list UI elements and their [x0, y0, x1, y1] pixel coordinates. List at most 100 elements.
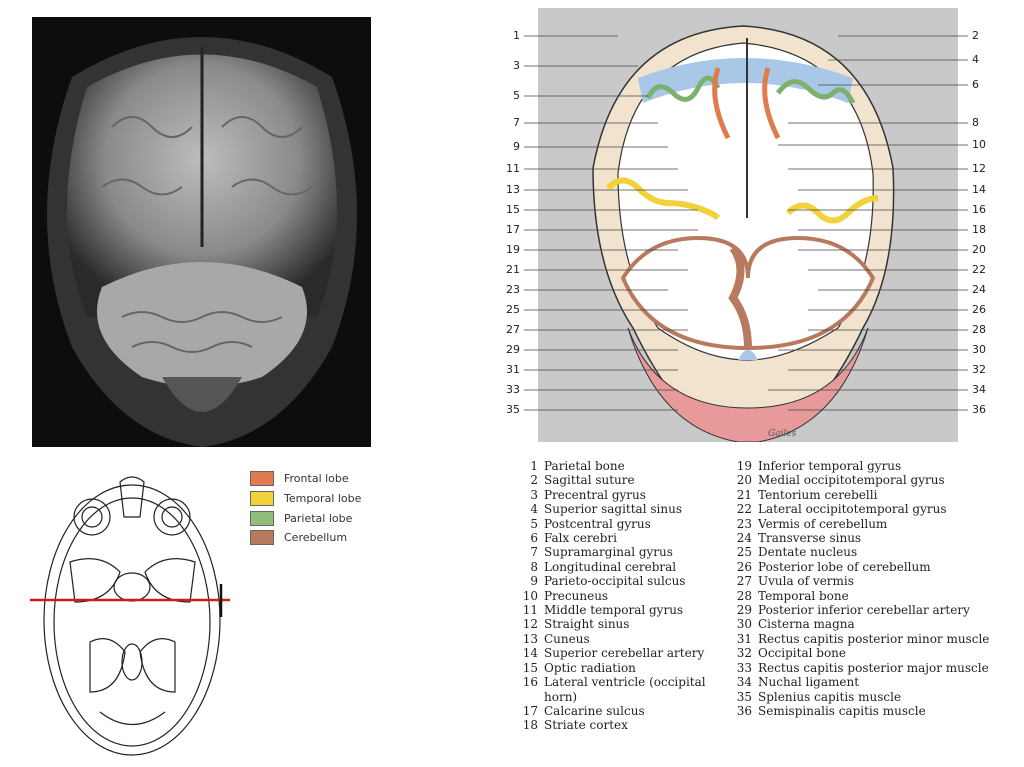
legend-swatch: [250, 491, 274, 506]
key-number: 35: [732, 690, 752, 704]
callout-number: 30: [972, 343, 996, 356]
legend-label: Temporal lobe: [284, 492, 361, 505]
key-number: 2: [518, 473, 538, 487]
callout-number: 13: [500, 183, 520, 196]
key-term: Tentorium cerebelli: [758, 488, 1017, 502]
key-item: 24 Transverse sinus: [732, 531, 1017, 545]
key-term: Posterior lobe of cerebellum: [758, 560, 1017, 574]
key-number: 24: [732, 531, 752, 545]
key-item: 9 Parieto-occipital sulcus: [518, 574, 728, 588]
legend-label: Parietal lobe: [284, 512, 352, 525]
callout-number: 35: [500, 403, 520, 416]
callout-number: 16: [972, 203, 996, 216]
key-number: 8: [518, 560, 538, 574]
legend-item-parietal: Parietal lobe: [250, 510, 352, 526]
key-number: 23: [732, 517, 752, 531]
key-term: Vermis of cerebellum: [758, 517, 1017, 531]
key-term: Straight sinus: [544, 617, 728, 631]
key-term: Parieto-occipital sulcus: [544, 574, 728, 588]
key-number: 10: [518, 589, 538, 603]
key-term: Precentral gyrus: [544, 488, 728, 502]
key-term: Supramarginal gyrus: [544, 545, 728, 559]
key-item: 31Rectus capitis posterior minor muscle: [732, 632, 1017, 646]
callout-number: 24: [972, 283, 996, 296]
key-item: 21 Tentorium cerebelli: [732, 488, 1017, 502]
key-number: 9: [518, 574, 538, 588]
key-number: 4: [518, 502, 538, 516]
callout-number: 10: [972, 138, 996, 151]
callout-number: 7: [500, 116, 520, 129]
key-term: Rectus capitis posterior minor muscle: [758, 632, 1017, 646]
callout-number: 21: [500, 263, 520, 276]
key-term: Lateral occipitotemporal gyrus: [758, 502, 1017, 516]
key-number: 21: [732, 488, 752, 502]
key-number: 14: [518, 646, 538, 660]
key-term: Temporal bone: [758, 589, 1017, 603]
key-term: Calcarine sulcus: [544, 704, 728, 718]
key-item: 15 Optic radiation: [518, 661, 728, 675]
callout-number: 9: [500, 140, 520, 153]
key-number: 36: [732, 704, 752, 718]
callout-number: 3: [500, 59, 520, 72]
key-number: 11: [518, 603, 538, 617]
callout-number: 26: [972, 303, 996, 316]
callout-number: 17: [500, 223, 520, 236]
key-term: Optic radiation: [544, 661, 728, 675]
mri-coronal-image: [32, 17, 371, 447]
key-number: 25: [732, 545, 752, 559]
key-term: Uvula of vermis: [758, 574, 1017, 588]
key-term: Postcentral gyrus: [544, 517, 728, 531]
key-item: 12Straight sinus: [518, 617, 728, 631]
key-item: 7Supramarginal gyrus: [518, 545, 728, 559]
key-number: 22: [732, 502, 752, 516]
key-term: Longitudinal cerebral: [544, 560, 728, 574]
key-number: 6: [518, 531, 538, 545]
key-column-left: 1Parietal bone 2Sagittal suture 3Precent…: [518, 459, 728, 733]
callout-number: 28: [972, 323, 996, 336]
callout-number: 32: [972, 363, 996, 376]
key-term: Medial occipitotemporal gyrus: [758, 473, 1017, 487]
key-item: 20 Medial occipitotemporal gyrus: [732, 473, 1017, 487]
legend-item-frontal: Frontal lobe: [250, 470, 349, 486]
key-number: 34: [732, 675, 752, 689]
callout-number: 31: [500, 363, 520, 376]
key-number: 17: [518, 704, 538, 718]
legend-item-temporal: Temporal lobe: [250, 490, 361, 506]
key-number: 3: [518, 488, 538, 502]
key-number: 20: [732, 473, 752, 487]
callout-number: 15: [500, 203, 520, 216]
key-number: 15: [518, 661, 538, 675]
key-term: Nuchal ligament: [758, 675, 1017, 689]
key-term: Middle temporal gyrus: [544, 603, 728, 617]
key-term: Precuneus: [544, 589, 728, 603]
key-term: Transverse sinus: [758, 531, 1017, 545]
key-number: 16: [518, 675, 538, 689]
key-term: Sagittal suture: [544, 473, 728, 487]
key-term: Superior cerebellar artery: [544, 646, 728, 660]
key-item: 19Inferior temporal gyrus: [732, 459, 1017, 473]
key-number: 32: [732, 646, 752, 660]
key-number: 27: [732, 574, 752, 588]
key-term: Posterior inferior cerebellar artery: [758, 603, 1017, 617]
key-number: 13: [518, 632, 538, 646]
key-item: 3 Precentral gyrus: [518, 488, 728, 502]
key-term: Cuneus: [544, 632, 728, 646]
key-term: Inferior temporal gyrus: [758, 459, 1017, 473]
key-term: Occipital bone: [758, 646, 1017, 660]
callout-number: 19: [500, 243, 520, 256]
key-number: 33: [732, 661, 752, 675]
key-item: 13 Cuneus: [518, 632, 728, 646]
callout-number: 5: [500, 89, 520, 102]
callout-number: 2: [972, 29, 996, 42]
key-number: 18: [518, 718, 538, 732]
callout-number: 18: [972, 223, 996, 236]
key-number: 28: [732, 589, 752, 603]
callout-number: 25: [500, 303, 520, 316]
callout-number: 8: [972, 116, 996, 129]
callout-number: 36: [972, 403, 996, 416]
